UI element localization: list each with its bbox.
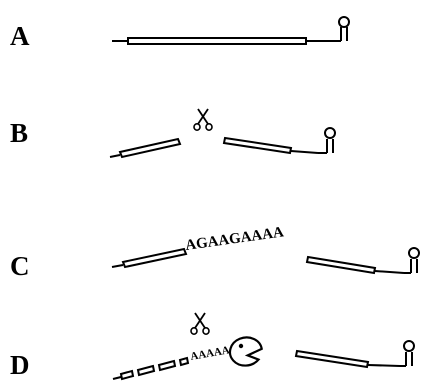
panel-c-right-coding-fragment	[307, 257, 375, 273]
panel-a-coding-region	[128, 38, 306, 44]
poly-a-sequence: AGAAGAAAA	[184, 224, 285, 254]
panel-d-mrna: AAAAA	[113, 313, 414, 379]
panel-b-3prime-utr	[291, 151, 318, 153]
scissors-icon	[191, 313, 209, 334]
panel-b-right-coding-fragment	[224, 138, 291, 153]
stem-loop-icon	[318, 128, 335, 153]
panel-b-5prime-tail	[110, 155, 120, 157]
scissors-icon	[194, 109, 212, 130]
panel-c-mrna: AGAAGAAAA	[112, 224, 419, 273]
stem-loop-icon	[404, 248, 419, 273]
panel-d-right-coding-fragment	[296, 351, 368, 367]
pacman-nuclease-icon	[228, 335, 264, 368]
stem-loop-icon	[333, 17, 349, 41]
panel-c-left-coding-fragment	[123, 249, 186, 267]
panel-d-3prime-utr	[368, 365, 400, 366]
poly-a-remnant: AAAAA	[189, 344, 230, 363]
panel-c-5prime-tail	[112, 265, 123, 267]
panel-d-degraded-fragment	[113, 358, 188, 379]
panel-b-left-coding-fragment	[120, 139, 180, 157]
stem-loop-icon	[400, 341, 414, 366]
panel-b-mrna	[110, 109, 335, 157]
panel-c-3prime-utr	[375, 271, 404, 273]
panel-a-mrna	[112, 17, 349, 44]
